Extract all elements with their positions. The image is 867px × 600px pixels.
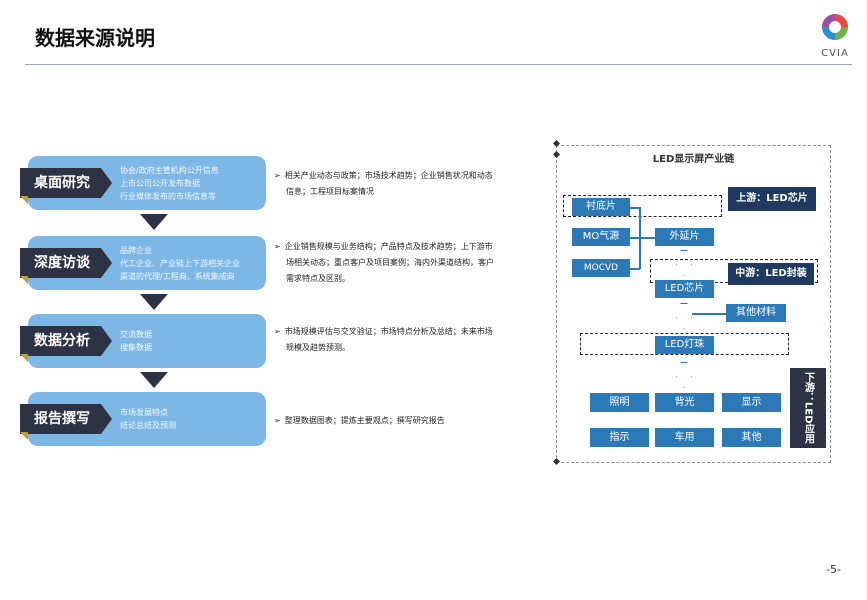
desc-line: 企业销售规模与业务结构；产品特点及技术趋势；上下游市 — [284, 242, 493, 251]
stage-label: 报告撰写 — [20, 404, 112, 434]
mo-source-box: MO气源 — [572, 228, 630, 246]
stage-label: 深度访谈 — [20, 248, 112, 278]
desc-line: 规模及趋势预测。 — [286, 343, 350, 352]
down-triangle-icon — [140, 372, 168, 388]
desc-line: 整理数据图表；提炼主要观点；撰写研究报告 — [284, 416, 445, 425]
stage-item: 品牌企业 — [120, 246, 152, 255]
stage-tag-fold — [20, 354, 28, 362]
stage-item: 交流数据 — [120, 330, 152, 339]
stage-items: 协会/政府主管机构公开信息 上市公司公开发布数据 行业媒体发布的市场信息等 — [120, 164, 219, 203]
stage-description: ➢整理数据图表；提炼主要观点；撰写研究报告 — [274, 413, 524, 429]
bullet-arrow-icon: ➢ — [274, 171, 281, 180]
stage-tag-fold — [20, 196, 28, 204]
app-display-box: 显示 — [722, 393, 781, 412]
connector-line — [692, 313, 726, 315]
bullet-arrow-icon: ➢ — [274, 242, 281, 251]
connector-line — [630, 207, 640, 209]
stage-desktop-research: 桌面研究 协会/政府主管机构公开信息 上市公司公开发布数据 行业媒体发布的市场信… — [20, 156, 266, 210]
stage-label: 桌面研究 — [20, 168, 112, 198]
epitaxial-wafer-box: 外延片 — [655, 228, 714, 246]
stage-item: 市场发展特点 — [120, 408, 168, 417]
stage-tag-fold — [20, 432, 28, 440]
bead-dashed-box — [580, 333, 789, 355]
down-triangle-icon — [140, 294, 168, 310]
stage-items: 品牌企业 代工企业、产业链上下游相关企业 渠道的代理/工程商、系统集成商 — [120, 244, 240, 283]
page-title: 数据来源说明 — [35, 26, 155, 50]
stage-item: 代工企业、产业链上下游相关企业 — [120, 259, 240, 268]
stage-item: 结论总结及预测 — [120, 421, 176, 430]
bullet-arrow-icon: ➢ — [274, 327, 281, 336]
app-other-box: 其他 — [722, 428, 781, 447]
logo-icon — [822, 14, 848, 40]
page-number: -5- — [826, 563, 841, 576]
stage-description: ➢相关产业动态与政策；市场技术趋势；企业销售状况和动态 信息；工程项目标案情况 — [274, 168, 524, 200]
stage-label: 数据分析 — [20, 326, 112, 356]
stage-tag-fold — [20, 276, 28, 284]
app-automotive-box: 车用 — [655, 428, 714, 447]
stage-description: ➢企业销售规模与业务结构；产品特点及技术趋势；上下游市 场相关动态；重点客户及项… — [274, 239, 524, 287]
other-materials-box: 其他材料 — [726, 304, 786, 322]
desc-line: 场相关动态；重点客户及项目案例；海内外渠道结构，客户 — [286, 258, 494, 267]
app-indicator-box: 指示 — [590, 428, 649, 447]
mocvd-box: MOCVD — [572, 259, 630, 277]
stage-item: 搜集数据 — [120, 343, 152, 352]
connector-line — [630, 237, 655, 239]
logo-text: CVIA — [821, 48, 849, 59]
bullet-arrow-icon: ➢ — [274, 416, 281, 425]
app-backlight-box: 背光 — [655, 393, 714, 412]
desc-line: 需求特点及区别。 — [286, 274, 350, 283]
upstream-label: 上游：LED芯片 — [728, 187, 816, 211]
stage-item: 行业媒体发布的市场信息等 — [120, 192, 216, 201]
stage-item: 协会/政府主管机构公开信息 — [120, 166, 219, 175]
upstream-dashed-box — [563, 195, 722, 217]
chain-title: LED显示屏产业链 — [652, 154, 735, 165]
stage-item: 上市公司公开发布数据 — [120, 179, 200, 188]
logo: CVIA — [815, 10, 855, 62]
downstream-label: 下游：LED应用 — [790, 368, 826, 448]
stage-items: 市场发展特点 结论总结及预测 — [120, 406, 176, 432]
down-triangle-icon — [140, 214, 168, 230]
industry-chain-frame — [556, 145, 831, 463]
connector-line — [630, 268, 640, 270]
substrate-box: 衬底片 — [572, 198, 630, 216]
led-bead-box: LED灯珠 — [655, 336, 714, 354]
stage-in-depth-interview: 深度访谈 品牌企业 代工企业、产业链上下游相关企业 渠道的代理/工程商、系统集成… — [20, 236, 266, 290]
title-divider — [25, 64, 852, 65]
stage-report-writing: 报告撰写 市场发展特点 结论总结及预测 — [20, 392, 266, 446]
desc-line: 相关产业动态与政策；市场技术趋势；企业销售状况和动态 — [284, 171, 493, 180]
desc-line: 市场规模评估与交叉验证；市场特点分析及总结；未来市场 — [284, 327, 493, 336]
stage-description: ➢市场规模评估与交叉验证；市场特点分析及总结；未来市场 规模及趋势预测。 — [274, 324, 524, 356]
led-chip-box: LED芯片 — [655, 280, 714, 298]
midstream-label: 中游：LED封装 — [728, 263, 814, 285]
desc-line: 信息；工程项目标案情况 — [286, 187, 374, 196]
stage-items: 交流数据 搜集数据 — [120, 328, 152, 354]
stage-item: 渠道的代理/工程商、系统集成商 — [120, 272, 235, 281]
stage-data-analysis: 数据分析 交流数据 搜集数据 — [20, 314, 266, 368]
app-lighting-box: 照明 — [590, 393, 649, 412]
